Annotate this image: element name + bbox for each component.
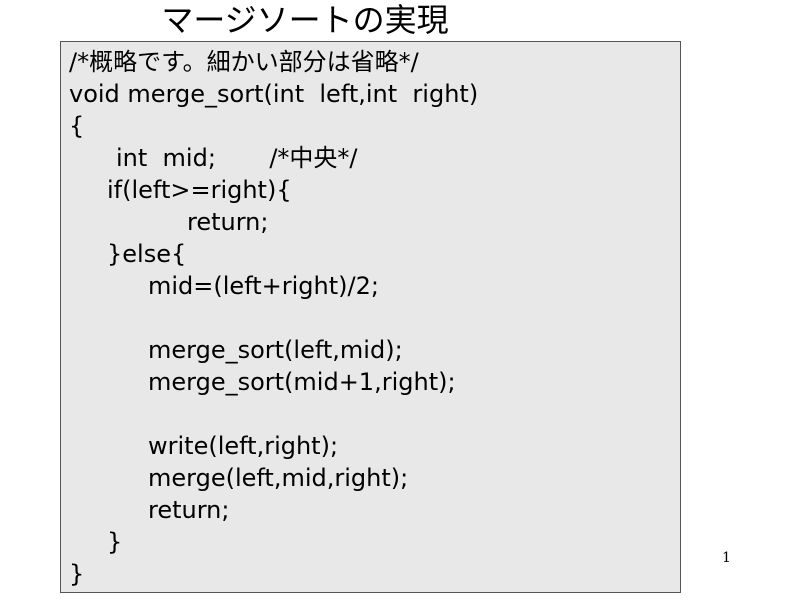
code-line-if: if(left>=right){ (107, 176, 292, 204)
code-line-write: write(left,right); (148, 432, 339, 460)
code-line-declare-mid: int mid; /*中央*/ (116, 144, 358, 172)
code-line-open-brace: { (69, 112, 85, 140)
code-line-sort-left: merge_sort(left,mid); (148, 336, 403, 364)
code-line-merge: merge(left,mid,right); (148, 464, 409, 492)
code-line-close-function: } (69, 560, 85, 588)
page-number: 1 (722, 550, 731, 566)
code-line-return: return; (148, 496, 230, 524)
code-line-function-signature: void merge_sort(int left,int right) (69, 80, 479, 108)
code-line-else: }else{ (107, 240, 187, 268)
code-line-compute-mid: mid=(left+right)/2; (148, 272, 379, 300)
slide-title: マージソートの実現 (161, 1, 449, 39)
code-block: /*概略です。細かい部分は省略*/ void merge_sort(int le… (60, 41, 681, 593)
code-line-close-else: } (107, 528, 123, 556)
code-line-sort-right: merge_sort(mid+1,right); (148, 368, 456, 396)
code-line-comment: /*概略です。細かい部分は省略*/ (69, 48, 419, 76)
code-line-return-early: return; (187, 208, 269, 236)
